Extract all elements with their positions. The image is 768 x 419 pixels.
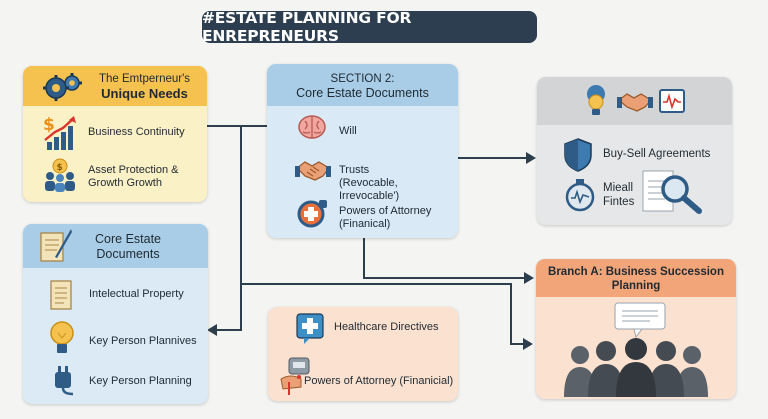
connector-to-branch-a-top xyxy=(363,277,525,279)
section2-heading-line1: SECTION 2: xyxy=(331,72,395,86)
section2-card-header: SECTION 2: Core Estate Documents xyxy=(267,64,458,106)
gears-icon xyxy=(43,73,83,106)
section2-item-will: Will xyxy=(339,125,357,138)
lightbulb-person-icon xyxy=(583,82,609,123)
section2-item-label: Will xyxy=(339,125,357,138)
handshake-icon xyxy=(617,90,653,119)
section2-item-sublabel: (Revocable, Irrevocable') xyxy=(339,177,458,203)
healthcare-card: Healthcare Directives Powers of Attorney… xyxy=(268,307,458,401)
core-docs-card: Core Estate Documents Intelectual Proper… xyxy=(23,224,208,404)
stopwatch-icon xyxy=(563,178,597,217)
growth-chart-icon: $ xyxy=(41,114,77,157)
people-growth-icon: $ xyxy=(42,158,78,197)
core-docs-item-intellectual: Intelectual Property xyxy=(89,288,184,301)
connector-vertical-left xyxy=(240,125,242,330)
core-docs-item-label: Intelectual Property xyxy=(89,288,184,301)
section2-heading-line2: Core Estate Documents xyxy=(296,86,429,101)
shield-icon xyxy=(563,137,593,178)
arrow-to-branch-a xyxy=(524,272,534,284)
needs-item-label: Business Continuity xyxy=(88,126,185,139)
needs-card-header: The Emtperneur's Unique Needs xyxy=(23,66,207,106)
audience-icon xyxy=(558,331,714,399)
document-icon xyxy=(48,279,76,316)
medical-badge-icon xyxy=(297,198,329,233)
branch-a-card-header: Branch A: Business Succession Planning xyxy=(536,259,736,297)
agreements-item-buy-sell: Buy-Sell Agreements xyxy=(603,148,710,161)
lightbulb-icon xyxy=(49,320,75,363)
brain-icon xyxy=(297,113,327,146)
core-docs-item-label: Key Person Planning xyxy=(89,375,192,388)
needs-item-business-continuity: Business Continuity xyxy=(88,126,185,139)
section2-card: SECTION 2: Core Estate Documents Will Tr… xyxy=(267,64,458,238)
magnifier-document-icon xyxy=(641,167,705,224)
section2-item-sublabel: (Finanical) xyxy=(339,218,431,231)
connector-vertical-mid xyxy=(510,283,512,345)
arrow-to-core-docs xyxy=(207,324,217,336)
connector-to-core-docs xyxy=(216,329,242,331)
section2-item-powers: Powers of Attorney (Finanical) xyxy=(339,205,431,231)
agreements-item-label: Fintes xyxy=(603,195,634,209)
connector-left-to-healthcare xyxy=(240,283,510,285)
needs-heading-line2: Unique Needs xyxy=(99,86,190,101)
section2-item-trusts: Trusts (Revocable, Irrevocable') xyxy=(339,164,458,203)
branch-a-card: Branch A: Business Succession Planning xyxy=(536,259,736,399)
section2-item-label: Powers of Attorney xyxy=(339,205,431,218)
plug-icon xyxy=(49,366,79,401)
connector-needs-to-section2 xyxy=(207,125,267,127)
svg-text:$: $ xyxy=(57,163,63,173)
connector-section2-down xyxy=(363,237,365,279)
core-docs-card-header: Core Estate Documents xyxy=(23,224,208,268)
svg-text:$: $ xyxy=(43,115,55,135)
medical-cross-icon xyxy=(296,313,326,350)
arrow-to-branch-a-lower xyxy=(523,338,533,350)
needs-item-asset-protection: Asset Protection & Growth Growth xyxy=(88,164,203,190)
core-docs-heading-line2: Documents xyxy=(95,247,161,262)
page-title: #ESTATE PLANNING FOR ENREPRENEURS xyxy=(202,11,537,43)
needs-card: The Emtperneur's Unique Needs $ Business… xyxy=(23,66,207,202)
handshake-icon xyxy=(295,158,331,189)
scroll-quill-icon xyxy=(37,227,75,270)
section2-item-label: Trusts xyxy=(339,164,458,177)
healthcare-item-label: Powers of Attorney (Finanicial) xyxy=(304,375,453,388)
agreements-item-label: Mieall xyxy=(603,181,634,195)
arrow-to-agreements xyxy=(526,152,536,164)
core-docs-item-key-person-plannives: Key Person Plannives xyxy=(89,335,197,348)
healthcare-item-directives: Healthcare Directives xyxy=(334,321,439,334)
healthcare-item-powers: Powers of Attorney (Finanicial) xyxy=(304,375,453,388)
core-docs-heading-line1: Core Estate xyxy=(95,232,161,247)
branch-a-heading-line1: Branch A: Business Succession xyxy=(548,265,724,279)
connector-section2-to-agreements xyxy=(458,157,528,159)
agreements-item-label: Buy-Sell Agreements xyxy=(603,148,710,161)
agreements-item-mieall: Mieall Fintes xyxy=(603,181,634,209)
core-docs-item-key-person-planning: Key Person Planning xyxy=(89,375,192,388)
healthcare-item-label: Healthcare Directives xyxy=(334,321,439,334)
monitor-chart-icon xyxy=(658,87,686,120)
core-docs-item-label: Key Person Plannives xyxy=(89,335,197,348)
branch-a-heading-line2: Planning xyxy=(612,279,661,293)
connector-to-branch-a-bottom xyxy=(510,343,524,345)
agreements-card: Buy-Sell Agreements Mieall Fintes xyxy=(537,77,732,225)
needs-heading-line1: The Emtperneur's xyxy=(99,72,190,86)
needs-item-label: Asset Protection & Growth Growth xyxy=(88,164,203,190)
